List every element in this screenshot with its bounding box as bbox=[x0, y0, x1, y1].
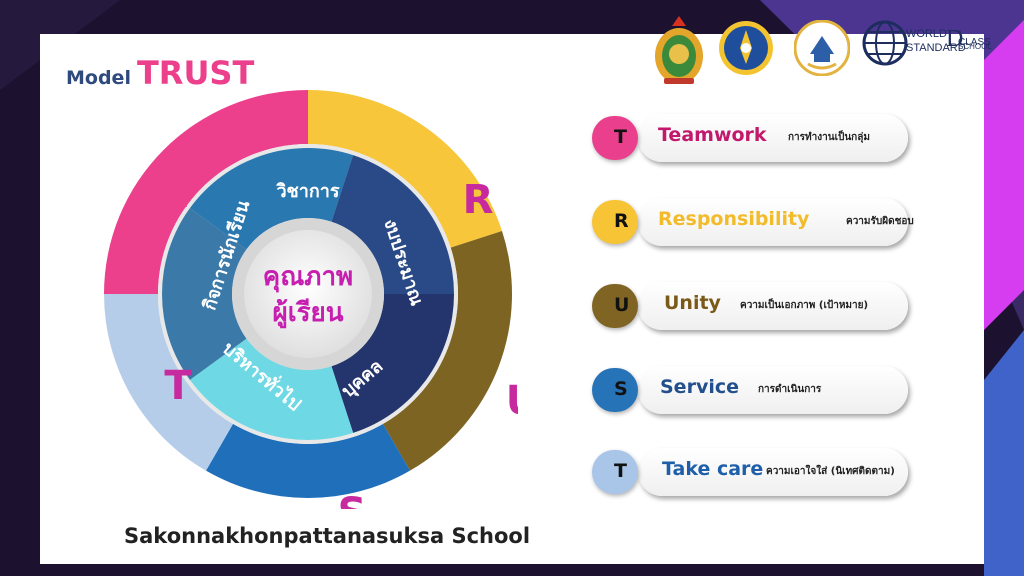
logo-standard-text: STANDARD bbox=[906, 42, 966, 54]
item-word: Unity bbox=[664, 292, 721, 314]
school-emblem-logo bbox=[794, 20, 850, 76]
center-text-line2: ผู้เรียน bbox=[272, 298, 343, 329]
outer-letter: U bbox=[506, 378, 518, 424]
item-thai: ความเอาใจใส่ (นิเทศติดตาม) bbox=[766, 466, 895, 477]
bg-magenta-stripe bbox=[984, 20, 1024, 330]
item-pill bbox=[638, 448, 908, 496]
badge-letter: S bbox=[614, 378, 628, 400]
item-word: Responsibility bbox=[658, 208, 810, 230]
inner-ring bbox=[162, 147, 454, 440]
logo-class-text: -CLASS bbox=[958, 26, 991, 48]
badge-letter: T bbox=[614, 460, 627, 482]
trust-item-unity: U Unity ความเป็นเอกภาพ (เป้าหมาย) bbox=[592, 278, 952, 334]
globe-icon bbox=[862, 20, 908, 66]
outer-letter: R bbox=[463, 177, 494, 223]
inner-segment-budget bbox=[331, 155, 454, 294]
title-main: TRUST bbox=[136, 54, 255, 92]
badge-letter: T bbox=[614, 126, 627, 148]
inner-segment-personnel bbox=[331, 294, 454, 433]
trust-item-teamwork: T Teamwork การทำงานเป็นกลุ่ม bbox=[592, 110, 952, 166]
trust-item-responsibility: R Responsibility ความรับผิดชอบ bbox=[592, 194, 952, 250]
outer-letter: T bbox=[169, 171, 197, 217]
trust-item-take-care: T Take care ความเอาใจใส่ (นิเทศติดตาม) bbox=[592, 444, 952, 500]
item-pill bbox=[638, 366, 908, 414]
letter-badge: R bbox=[592, 200, 638, 244]
item-pill bbox=[638, 198, 908, 246]
trust-item-service: S Service การดำเนินการ bbox=[592, 362, 952, 418]
center-circle bbox=[244, 230, 372, 358]
letter-badge: U bbox=[592, 284, 638, 328]
outer-segment-unity bbox=[383, 230, 512, 471]
inner-segment-general-admin bbox=[189, 338, 354, 440]
outer-segment-responsibility bbox=[308, 90, 503, 248]
item-thai: การทำงานเป็นกลุ่ม bbox=[788, 132, 870, 143]
outer-segment-service bbox=[206, 423, 410, 499]
inner-label: วิชาการ bbox=[276, 181, 340, 202]
letter-badge: T bbox=[592, 450, 638, 494]
item-word: Take care bbox=[662, 458, 764, 480]
item-pill bbox=[638, 282, 908, 330]
item-pill bbox=[638, 114, 908, 162]
logo-school-text: SCHOOL bbox=[958, 42, 992, 51]
ministry-emblem-logo bbox=[655, 16, 703, 84]
title-prefix: Model bbox=[66, 67, 131, 89]
outer-segment-teamwork bbox=[104, 90, 308, 294]
letter-badge: S bbox=[592, 368, 638, 412]
trust-wheel-diagram: คุณภาพ ผู้เรียน TRUSTวิชาการงบประมาณบุคค… bbox=[104, 90, 518, 509]
outer-letter: T bbox=[164, 363, 192, 409]
item-thai: ความรับผิดชอบ bbox=[846, 216, 914, 227]
bg-blue-shape bbox=[984, 330, 1024, 576]
world-class-standard-logo: WORLD D -CLASS STANDARD SCHOOL bbox=[862, 16, 992, 72]
item-thai: ความเป็นเอกภาพ (เป้าหมาย) bbox=[740, 300, 869, 311]
letter-badge: T bbox=[592, 116, 638, 160]
school-name: Sakonnakhonpattanasuksa School bbox=[124, 524, 531, 548]
inner-segment-academic bbox=[189, 147, 354, 250]
badge-letter: U bbox=[614, 294, 630, 316]
badge-letter: R bbox=[614, 210, 629, 232]
logo-d-letter: D bbox=[946, 26, 964, 52]
logo-world-text: WORLD bbox=[906, 28, 947, 40]
item-thai: การดำเนินการ bbox=[758, 384, 822, 395]
item-word: Teamwork bbox=[658, 124, 767, 146]
outer-segment-take-care bbox=[104, 294, 233, 471]
logo-strip: WORLD D -CLASS STANDARD SCHOOL bbox=[652, 14, 992, 94]
item-word: Service bbox=[660, 376, 739, 398]
obec-emblem-logo bbox=[719, 21, 773, 75]
inner-segment-student-affairs bbox=[162, 208, 247, 380]
center-text-line1: คุณภาพ bbox=[263, 262, 353, 293]
outer-letter: S bbox=[338, 490, 367, 509]
